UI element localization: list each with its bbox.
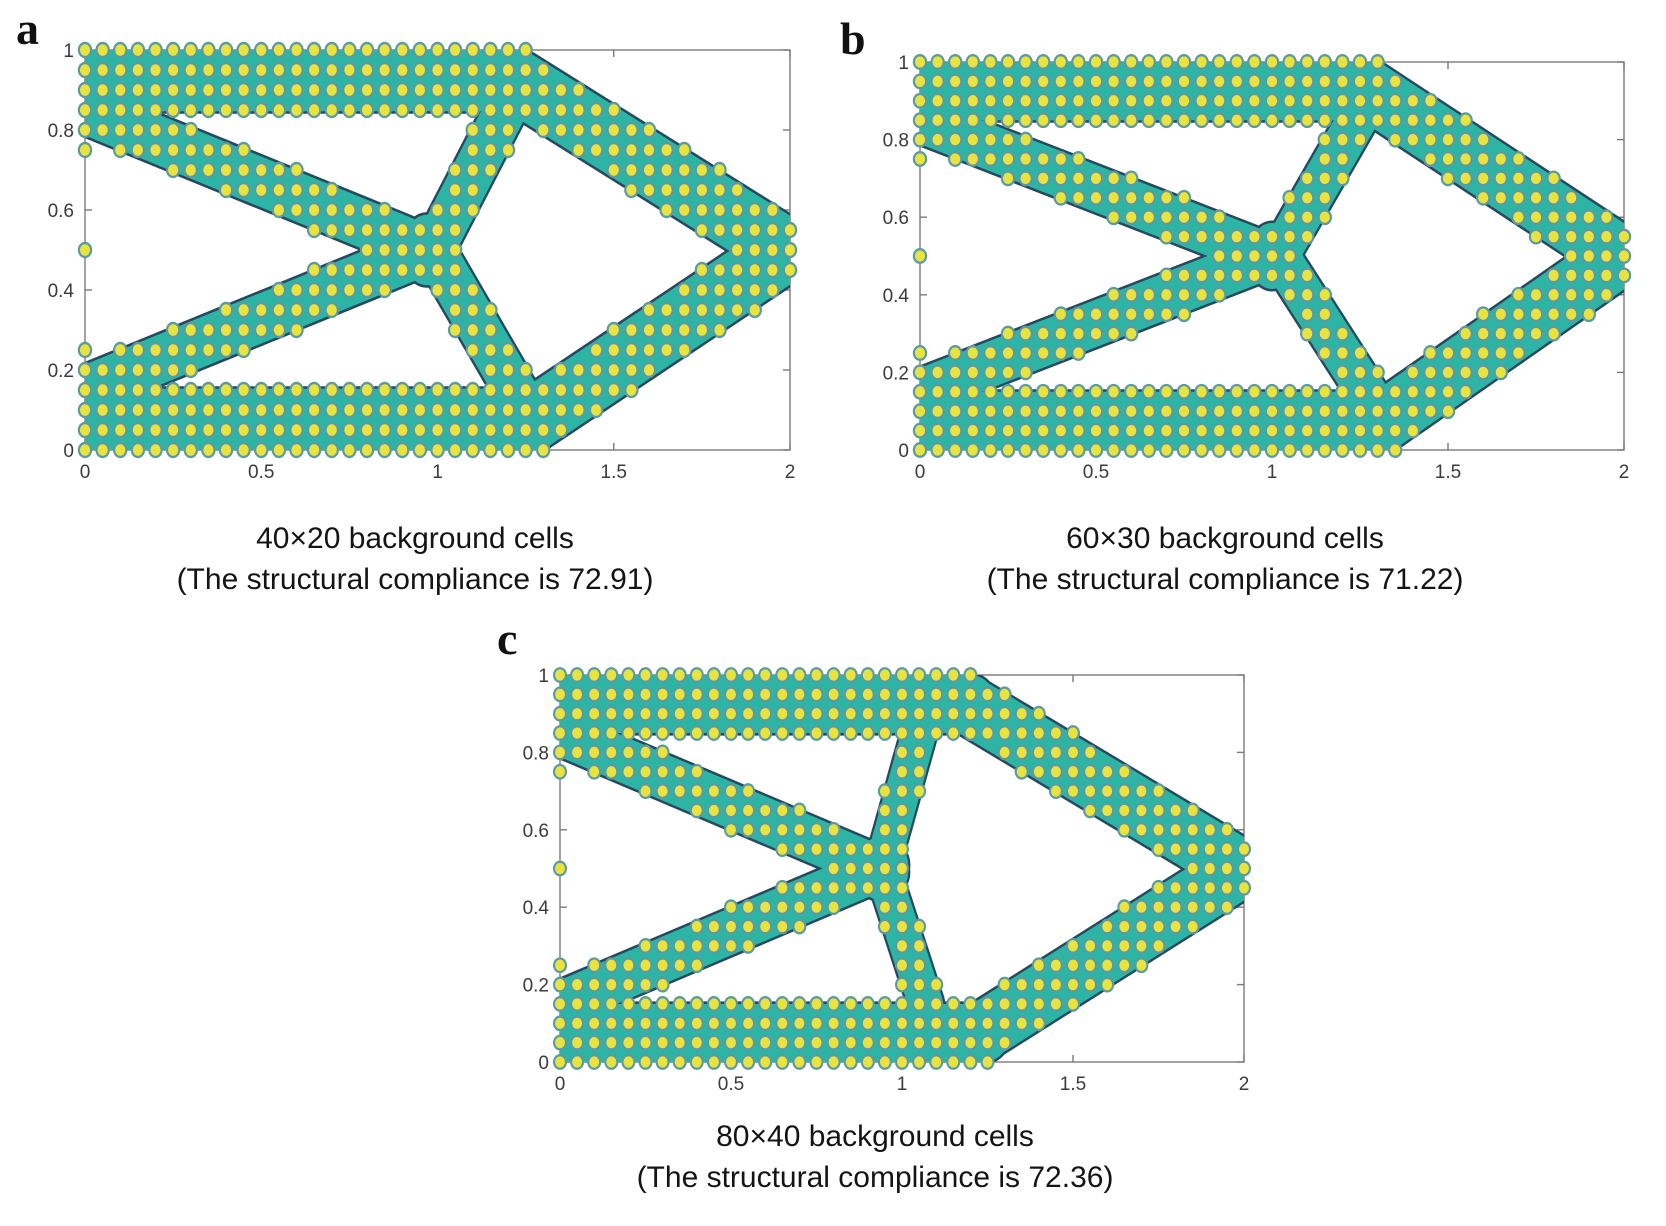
y-tick-label: 0.8 xyxy=(883,131,909,152)
y-tick-label: 0 xyxy=(898,441,909,462)
y-tick-label: 0 xyxy=(63,441,74,462)
caption-a-compliance: (The structural compliance is 72.91) xyxy=(176,563,654,596)
y-tick-label: 1 xyxy=(898,53,909,74)
x-tick-label: 1.5 xyxy=(601,462,627,483)
x-tick-label: 0 xyxy=(80,462,91,483)
x-tick-label: 1.5 xyxy=(1060,1074,1086,1095)
panel-label-a: a xyxy=(16,3,39,54)
caption-c-compliance: (The structural compliance is 72.36) xyxy=(636,1161,1114,1194)
y-tick-label: 0.6 xyxy=(883,208,909,229)
x-tick-label: 2 xyxy=(1619,462,1630,483)
x-tick-label: 1.5 xyxy=(1435,462,1461,483)
x-tick-label: 0.5 xyxy=(718,1074,744,1095)
caption-a-cells: 40×20 background cells xyxy=(256,522,574,555)
plot-c: 0 0.5 1 1.5 2 0 0.2 0.4 0.6 0.8 1 xyxy=(523,666,1252,1095)
y-tick-label: 0 xyxy=(538,1053,549,1074)
caption-b: 60×30 background cells (The structural c… xyxy=(820,518,1630,600)
material-points xyxy=(77,41,798,459)
x-tick-label: 0 xyxy=(915,462,926,483)
material-points xyxy=(552,667,1252,1070)
y-tick-label: 0.2 xyxy=(48,361,74,382)
plot-area xyxy=(552,667,1252,1070)
panel-label-c: c xyxy=(497,613,518,664)
y-tick-label: 0.2 xyxy=(523,976,549,997)
x-tick-label: 0.5 xyxy=(1083,462,1109,483)
x-tick-label: 1 xyxy=(897,1074,908,1095)
x-tick-label: 0 xyxy=(555,1074,566,1095)
x-tick-label: 2 xyxy=(1239,1074,1250,1095)
x-tick-label: 0.5 xyxy=(248,462,274,483)
y-tick-label: 0.8 xyxy=(523,743,549,764)
caption-b-cells: 60×30 background cells xyxy=(1066,522,1384,555)
x-tick-label: 2 xyxy=(785,462,796,483)
caption-c: 80×40 background cells (The structural c… xyxy=(470,1116,1280,1198)
y-tick-label: 0.6 xyxy=(523,821,549,842)
material-points xyxy=(912,54,1632,458)
y-tick-label: 1 xyxy=(63,41,74,62)
y-tick-label: 0.4 xyxy=(523,898,550,919)
y-tick-label: 0.8 xyxy=(48,121,74,142)
y-tick-label: 0.4 xyxy=(48,281,75,302)
caption-c-cells: 80×40 background cells xyxy=(716,1120,1034,1153)
y-tick-label: 0.6 xyxy=(48,201,74,222)
y-tick-label: 0.2 xyxy=(883,363,909,384)
plot-area xyxy=(77,41,798,459)
caption-a: 40×20 background cells (The structural c… xyxy=(10,518,820,600)
plot-a: 0 0.5 1 1.5 2 0 0.2 0.4 0.6 0.8 1 xyxy=(48,41,798,483)
x-tick-label: 1 xyxy=(432,462,443,483)
panel-label-b: b xyxy=(840,13,866,64)
caption-b-compliance: (The structural compliance is 71.22) xyxy=(986,563,1464,596)
x-tick-label: 1 xyxy=(1267,462,1278,483)
y-tick-label: 0.4 xyxy=(883,286,910,307)
plot-b: 0 0.5 1 1.5 2 0 0.2 0.4 0.6 0.8 1 xyxy=(883,53,1632,483)
plot-area xyxy=(912,54,1632,458)
y-tick-label: 1 xyxy=(538,666,549,687)
